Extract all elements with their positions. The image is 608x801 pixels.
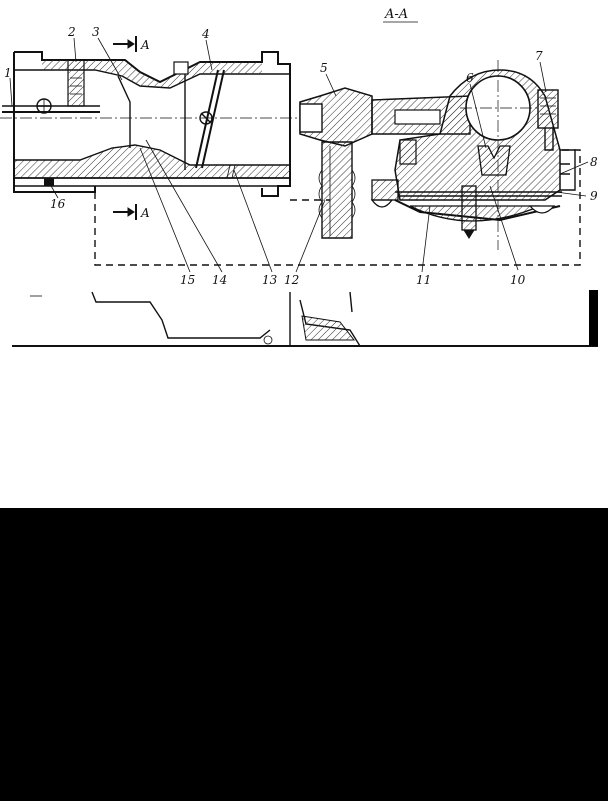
fuel-line-dashed	[94, 149, 581, 266]
black-region	[0, 508, 608, 801]
part-label-4: 4	[201, 27, 210, 41]
part-label-10: 10	[510, 273, 526, 287]
part-label-3: 3	[92, 25, 100, 39]
part-label-11: 11	[416, 273, 431, 287]
carburetor-drawing: A-A	[0, 7, 598, 347]
section-a-a	[299, 60, 576, 250]
leader-lines	[9, 37, 589, 273]
part-label-9: 9	[590, 189, 598, 203]
section-title: A-A	[384, 7, 408, 22]
part-label-2: 2	[67, 25, 76, 39]
venturi-housing	[0, 51, 300, 197]
part-label-13: 13	[262, 273, 278, 287]
cut-mark-bottom: A	[140, 206, 150, 220]
cut-mark-top: A	[140, 38, 150, 52]
part-labels: 1 2 3 4 5 6 7 8 9 10 11 12 13 14 15 16	[4, 25, 598, 287]
part-label-14: 14	[212, 273, 227, 287]
cropped-lower-drawing	[12, 290, 598, 347]
part-label-1: 1	[4, 66, 12, 80]
part-label-7: 7	[535, 49, 543, 63]
part-label-16: 16	[50, 197, 66, 211]
part-label-15: 15	[180, 273, 195, 287]
part-label-5: 5	[320, 61, 328, 75]
section-cut-marks: A A	[113, 36, 150, 220]
part-label-12: 12	[284, 273, 299, 287]
part-label-6: 6	[466, 71, 474, 85]
part-label-8: 8	[590, 155, 598, 169]
